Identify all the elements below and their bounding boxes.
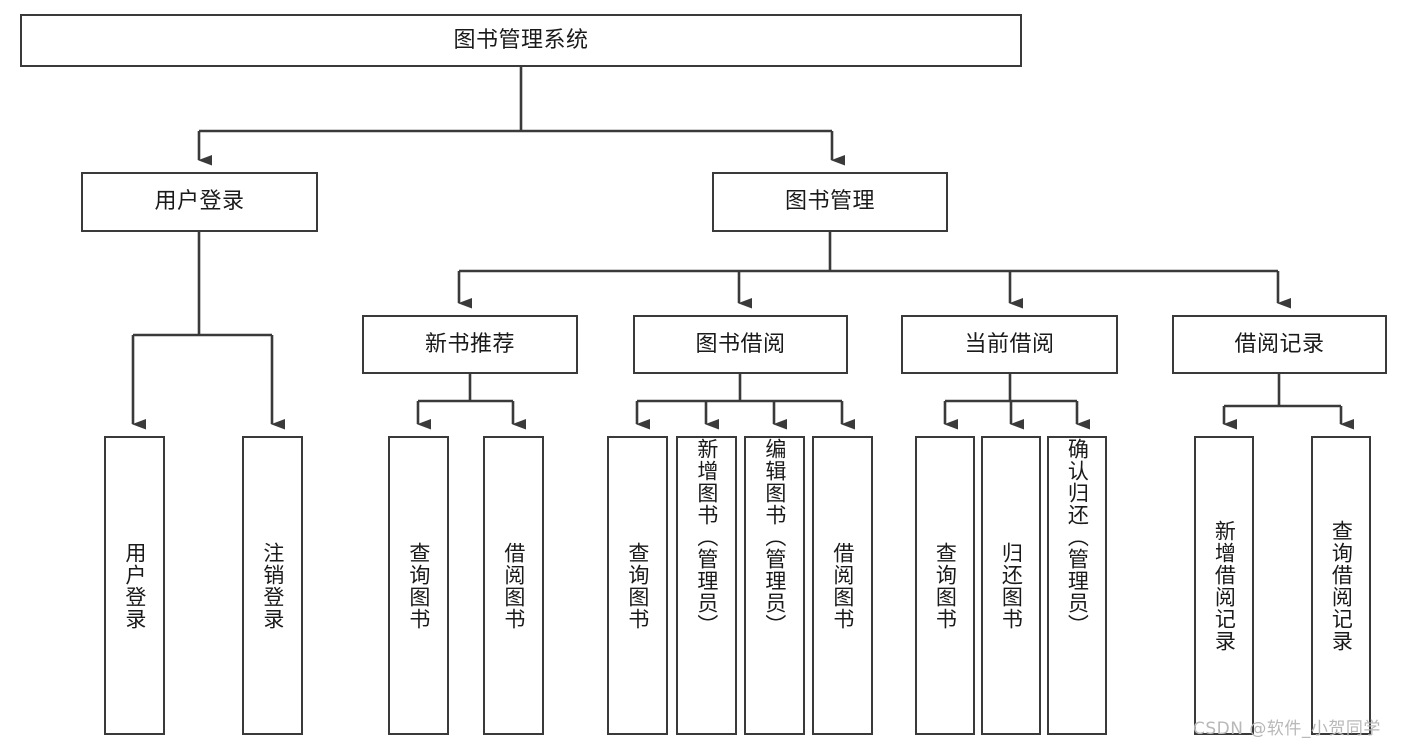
csdn-watermark: CSDN @软件_小贺同学 <box>1193 719 1381 739</box>
leaf-add-record-label: 新增借阅记录 <box>1212 519 1237 652</box>
leaf-add-book-label: 新增图书（管理员） <box>694 438 719 636</box>
node-user-login[interactable]: 用户登录 <box>81 172 318 232</box>
leaf-borrow-book-2-label: 借阅图书 <box>830 541 855 630</box>
leaf-user-login[interactable]: 用户登录 <box>104 436 165 735</box>
node-root[interactable]: 图书管理系统 <box>20 14 1022 67</box>
leaf-return-book[interactable]: 归还图书 <box>981 436 1041 735</box>
leaf-logout-login-label: 注销登录 <box>260 541 285 630</box>
leaf-add-record[interactable]: 新增借阅记录 <box>1194 436 1254 735</box>
node-new-book-recommend[interactable]: 新书推荐 <box>362 315 578 374</box>
leaf-query-book-3-label: 查询图书 <box>933 541 958 630</box>
node-book-borrow-label: 图书借阅 <box>695 331 786 357</box>
leaf-query-book-1[interactable]: 查询图书 <box>388 436 449 735</box>
node-new-book-recommend-label: 新书推荐 <box>424 331 515 357</box>
leaf-query-record-label: 查询借阅记录 <box>1329 519 1354 652</box>
node-book-manage[interactable]: 图书管理 <box>712 172 948 232</box>
leaf-query-book-1-label: 查询图书 <box>406 541 431 630</box>
leaf-return-book-label: 归还图书 <box>999 541 1024 630</box>
leaf-query-book-3[interactable]: 查询图书 <box>915 436 975 735</box>
leaf-borrow-book-1-label: 借阅图书 <box>501 541 526 630</box>
leaf-user-login-label: 用户登录 <box>122 541 147 630</box>
leaf-query-record[interactable]: 查询借阅记录 <box>1311 436 1371 735</box>
node-borrow-record-label: 借阅记录 <box>1234 331 1325 357</box>
leaf-confirm-return-label: 确认归还（管理员） <box>1065 438 1090 636</box>
leaf-add-book[interactable]: 新增图书（管理员） <box>676 436 737 735</box>
leaf-query-book-2[interactable]: 查询图书 <box>607 436 668 735</box>
node-current-borrow[interactable]: 当前借阅 <box>901 315 1118 374</box>
node-root-label: 图书管理系统 <box>453 27 589 53</box>
node-book-borrow[interactable]: 图书借阅 <box>633 315 848 374</box>
leaf-edit-book[interactable]: 编辑图书（管理员） <box>744 436 805 735</box>
node-current-borrow-label: 当前借阅 <box>964 331 1055 357</box>
node-borrow-record[interactable]: 借阅记录 <box>1172 315 1387 374</box>
node-book-manage-label: 图书管理 <box>784 189 875 215</box>
leaf-logout-login[interactable]: 注销登录 <box>242 436 303 735</box>
leaf-borrow-book-1[interactable]: 借阅图书 <box>483 436 544 735</box>
node-user-login-label: 用户登录 <box>154 189 245 215</box>
leaf-borrow-book-2[interactable]: 借阅图书 <box>812 436 873 735</box>
leaf-confirm-return[interactable]: 确认归还（管理员） <box>1047 436 1107 735</box>
leaf-query-book-2-label: 查询图书 <box>625 541 650 630</box>
leaf-edit-book-label: 编辑图书（管理员） <box>762 438 787 636</box>
